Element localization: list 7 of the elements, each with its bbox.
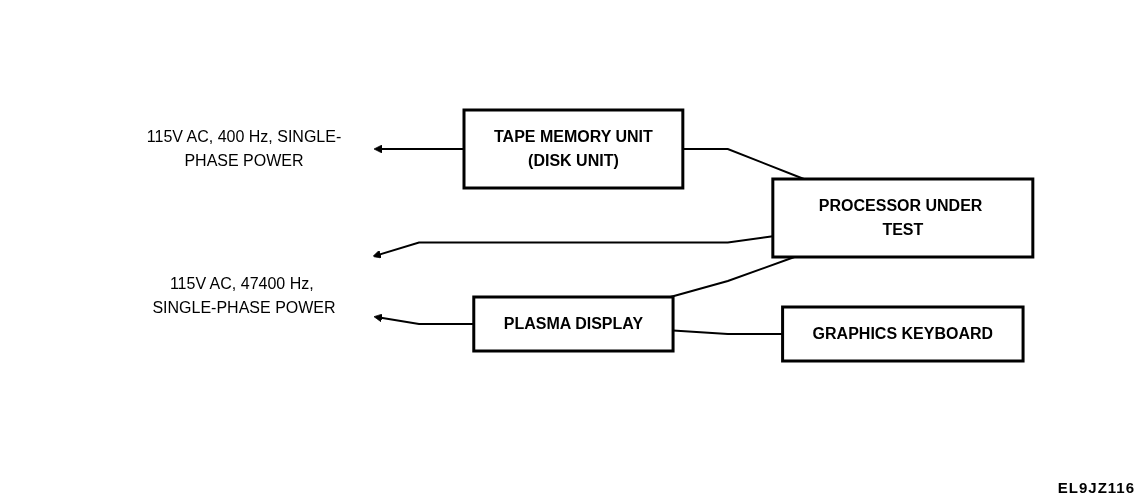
node-text: 115V AC, 400 Hz, SINGLE-PHASE POWER bbox=[146, 127, 342, 169]
node-box: PLASMA DISPLAY bbox=[472, 295, 675, 352]
node-box: GRAPHICS KEYBOARD bbox=[781, 305, 1025, 362]
node-text: 115V AC, 47400 Hz, SINGLE-PHASE POWER bbox=[152, 274, 336, 315]
node-box: TAPE MEMORY UNIT (DISK UNIT) bbox=[462, 108, 685, 189]
node-box: PROCESSOR UNDER TEST bbox=[771, 177, 1035, 258]
figure-code: EL9JZ116 bbox=[1057, 479, 1135, 496]
